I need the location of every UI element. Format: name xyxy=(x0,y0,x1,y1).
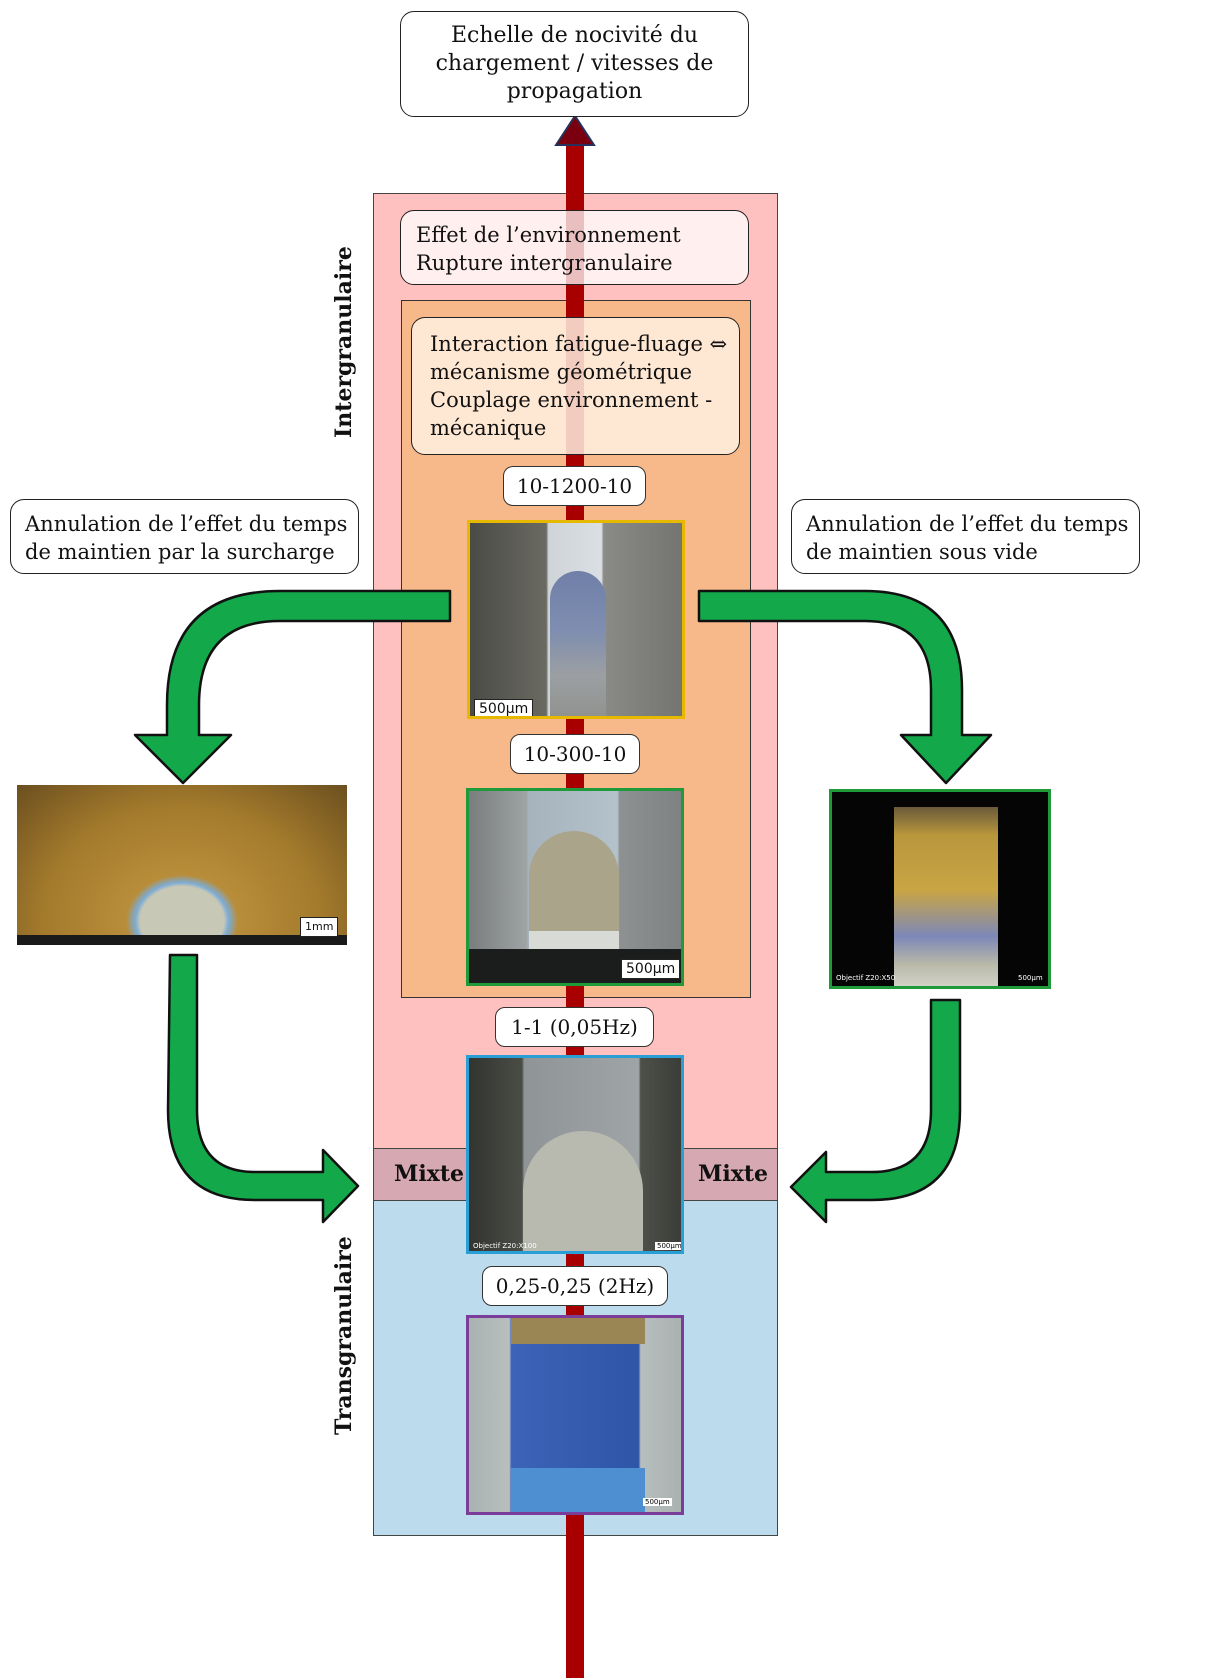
micrograph-vacuum: Objectif Z20:X50 500µm xyxy=(829,789,1051,989)
env-line-1: Effet de l’environnement xyxy=(416,223,681,247)
right-note-box: Annulation de l’effet du temps de mainti… xyxy=(791,499,1140,574)
condition-label-10-1200-10: 10-1200-10 xyxy=(503,466,646,506)
interaction-line-2: mécanisme géométrique xyxy=(430,360,693,384)
micrograph-10-1200-10: 500µm xyxy=(467,520,685,719)
left-scale-bar: 1mm xyxy=(300,917,339,937)
fracture-zone xyxy=(523,1131,643,1251)
objective-label-right: Objectif Z20:X50 xyxy=(836,974,896,982)
arrow-right-to-mixte xyxy=(789,998,962,1224)
micrograph-1-1: Objectif Z20:X100 500µm xyxy=(466,1055,684,1254)
nocivity-line-2: chargement / vitesses de xyxy=(435,51,714,76)
interaction-line-1: Interaction fatigue-fluage ⇔ xyxy=(430,332,728,356)
scale-bar-3: 500µm xyxy=(655,1242,682,1250)
left-note-line-2: de maintien par la surcharge xyxy=(25,540,335,564)
environment-effect-box: Effet de l’environnement Rupture intergr… xyxy=(400,210,749,285)
micrograph-overload: 1mm xyxy=(17,785,347,945)
interaction-line-3: Couplage environnement - xyxy=(430,388,713,412)
left-note-line-1: Annulation de l’effet du temps xyxy=(25,512,348,536)
left-note-box: Annulation de l’effet du temps de mainti… xyxy=(10,499,359,574)
scale-bar-1: 500µm xyxy=(474,699,534,716)
condition-label-10-300-10: 10-300-10 xyxy=(510,734,640,774)
scale-bar-2: 500µm xyxy=(621,959,681,979)
intergranulaire-label: Intergranulaire xyxy=(331,246,357,438)
interaction-line-4: mécanique xyxy=(430,416,547,440)
scale-bar-4: 500µm xyxy=(643,1498,672,1506)
mixte-label-right: Mixte xyxy=(698,1161,768,1187)
micrograph-10-300-10: 500µm xyxy=(466,788,684,986)
transgranulaire-label: Transgranulaire xyxy=(331,1236,357,1435)
objective-label-3: Objectif Z20:X100 xyxy=(473,1242,537,1250)
nocivity-line-3: propagation xyxy=(506,79,643,104)
nocivity-scale-box: Echelle de nocivité du chargement / vite… xyxy=(400,11,749,117)
right-scale-bar: 500µm xyxy=(1018,974,1043,982)
light-band xyxy=(511,1468,645,1512)
fracture-zone xyxy=(529,831,619,941)
right-note-line-2: de maintien sous vide xyxy=(806,540,1038,564)
fracture-zone xyxy=(550,571,606,716)
specimen xyxy=(894,807,998,986)
bottom-shadow xyxy=(17,935,347,945)
ligament xyxy=(529,931,619,949)
right-note-line-1: Annulation de l’effet du temps xyxy=(806,512,1129,536)
condition-label-0-25: 0,25-0,25 (2Hz) xyxy=(482,1266,668,1306)
env-line-2: Rupture intergranulaire xyxy=(416,251,673,275)
arrow-right-down xyxy=(697,589,993,785)
arrow-left-down xyxy=(133,589,452,785)
condition-label-1-1: 1-1 (0,05Hz) xyxy=(495,1007,654,1047)
beach-mark-top xyxy=(511,1318,645,1344)
arrow-left-to-mixte xyxy=(166,953,360,1224)
interaction-box: Interaction fatigue-fluage ⇔ mécanisme g… xyxy=(411,317,740,455)
nocivity-line-1: Echelle de nocivité du xyxy=(450,23,699,48)
micrograph-0-25: 500µm xyxy=(466,1315,684,1515)
mixte-label-left: Mixte xyxy=(394,1161,464,1187)
